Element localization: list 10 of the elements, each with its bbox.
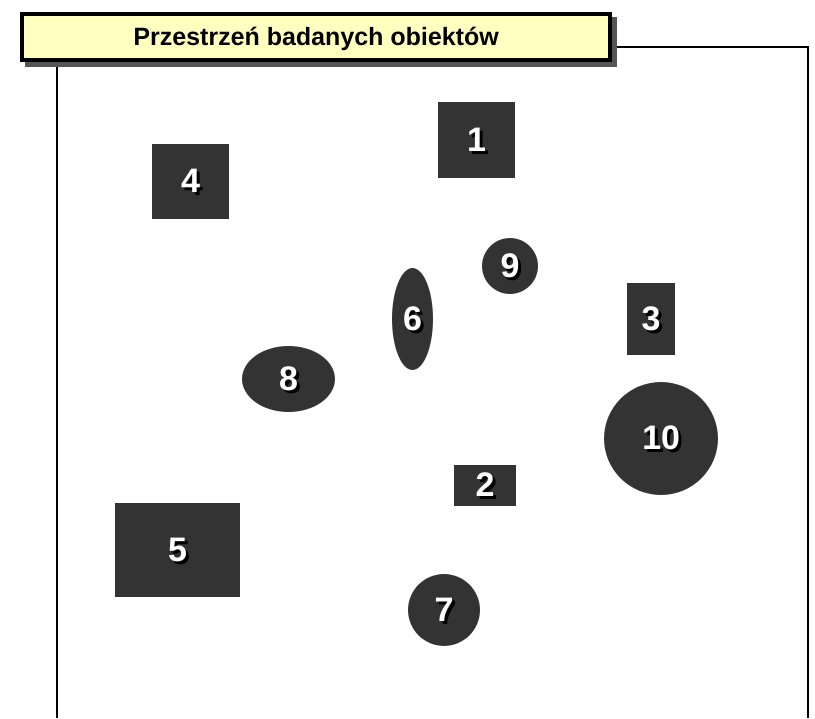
object-ellipse: 8: [242, 346, 335, 412]
object-ellipse: 7: [408, 574, 480, 646]
object-ellipse: 9: [482, 238, 538, 294]
object-square: 1: [438, 102, 515, 178]
object-square: 2: [454, 465, 516, 506]
object-ellipse: 10: [604, 382, 718, 495]
object-square: 3: [627, 283, 675, 355]
object-square: 4: [152, 144, 229, 219]
object-square: 5: [115, 503, 240, 597]
object-ellipse: 6: [392, 268, 433, 370]
